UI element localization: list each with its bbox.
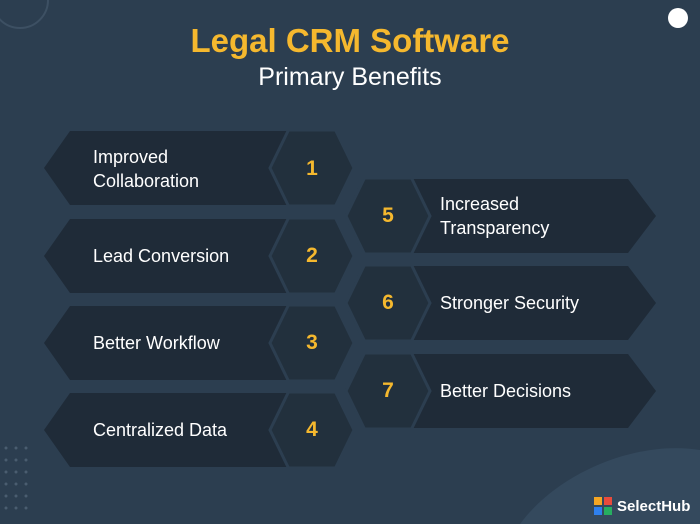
benefit-number-3: 3 <box>306 331 318 354</box>
benefit-label-3: Better Workflow <box>93 333 220 353</box>
brand-footer: SelectHub <box>594 496 690 516</box>
benefit-card-1 <box>44 131 300 205</box>
benefit-label-4: Centralized Data <box>93 420 228 440</box>
benefit-label-6: Stronger Security <box>440 293 580 313</box>
brand-name: SelectHub <box>617 497 691 515</box>
benefit-card-3 <box>44 306 300 380</box>
dot-grid <box>4 446 28 510</box>
benefit-card-2 <box>44 219 300 293</box>
benefit-number-2: 2 <box>306 244 318 267</box>
benefit-hexagon-5 <box>344 176 432 256</box>
benefit-label-5: Increased Transparency <box>440 194 550 238</box>
selecthub-logo-icon <box>668 8 688 28</box>
benefit-number-7: 7 <box>382 379 394 402</box>
benefit-hexagon-1 <box>268 128 356 208</box>
benefit-card-5 <box>390 179 656 253</box>
benefit-number-1: 1 <box>306 157 318 180</box>
benefit-label-1: Improved Collaboration <box>93 147 200 191</box>
benefit-hexagon-7 <box>344 351 432 431</box>
page-subtitle: Primary Benefits <box>258 63 442 91</box>
page-title: Legal CRM Software <box>190 22 510 59</box>
benefit-number-6: 6 <box>382 291 394 314</box>
benefit-hexagon-6 <box>344 263 432 343</box>
benefit-hexagon-3 <box>268 303 356 383</box>
benefit-label-2: Lead Conversion <box>93 246 230 266</box>
selecthub-mark-icon <box>594 497 612 515</box>
benefit-card-4 <box>44 393 300 467</box>
benefit-number-4: 4 <box>306 418 318 441</box>
benefit-hexagon-2 <box>268 216 356 296</box>
benefit-hexagon-4 <box>268 390 356 470</box>
benefit-number-5: 5 <box>382 204 394 227</box>
benefit-card-7 <box>390 354 656 428</box>
benefit-card-6 <box>390 266 656 340</box>
benefit-label-7: Better Decisions <box>440 381 572 401</box>
